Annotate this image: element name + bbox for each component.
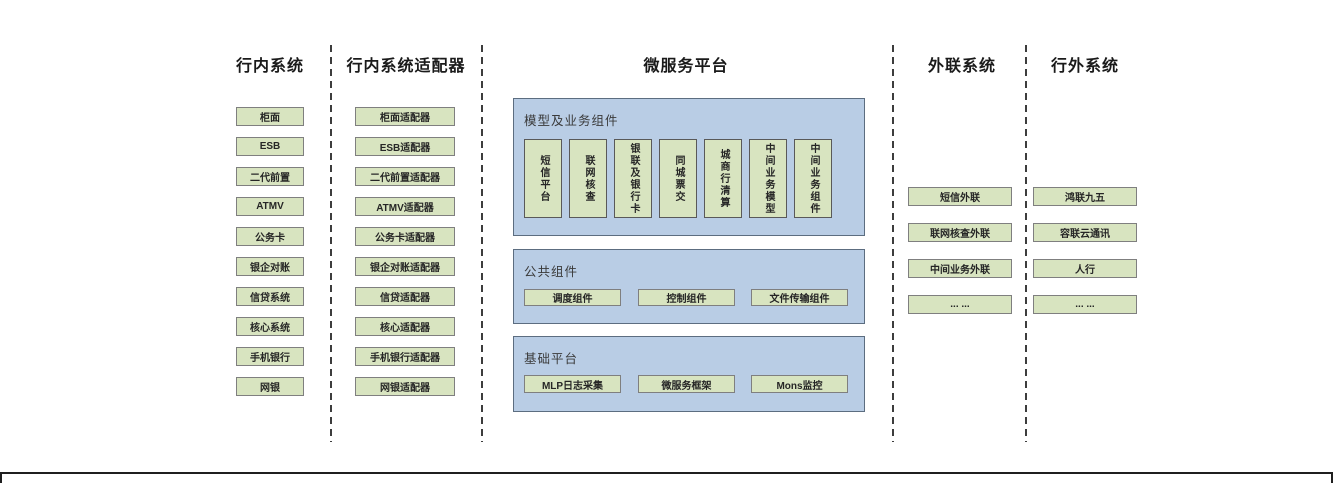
adapter-box: 信贷适配器: [355, 287, 455, 306]
external-link-box: ... ...: [908, 295, 1012, 314]
base-component-box: Mons监控: [751, 375, 848, 393]
external-link-box: 中间业务外联: [908, 259, 1012, 278]
base-component-box: 微服务框架: [638, 375, 735, 393]
divider-2: [481, 45, 483, 442]
outside-system-box: 鸿联九五: [1033, 187, 1137, 206]
model-component-box: 中间业务模型: [749, 139, 787, 218]
internal-system-box: 公务卡: [236, 227, 304, 246]
model-component-box: 短信平台: [524, 139, 562, 218]
divider-1: [330, 45, 332, 442]
internal-system-box: 柜面: [236, 107, 304, 126]
header-microservice-platform: 微服务平台: [643, 58, 729, 75]
header-external-link-systems: 外联系统: [927, 58, 997, 75]
common-components-panel: 公共组件 调度组件 控制组件 文件传输组件: [513, 249, 865, 324]
header-outside-systems: 行外系统: [1050, 58, 1120, 75]
external-link-box: 短信外联: [908, 187, 1012, 206]
bottom-left-border-stub: [0, 472, 2, 483]
outside-system-box: ... ...: [1033, 295, 1137, 314]
adapter-box: 二代前置适配器: [355, 167, 455, 186]
outside-system-box: 容联云通讯: [1033, 223, 1137, 242]
adapter-box: 手机银行适配器: [355, 347, 455, 366]
section-title: 基础平台: [524, 352, 579, 366]
outside-system-box: 人行: [1033, 259, 1137, 278]
adapter-box: ATMV适配器: [355, 197, 455, 216]
base-platform-panel: 基础平台 MLP日志采集 微服务框架 Mons监控: [513, 336, 865, 412]
divider-4: [1025, 45, 1027, 442]
model-component-box: 联网核查: [569, 139, 607, 218]
model-component-box: 同城票交: [659, 139, 697, 218]
internal-system-box: 核心系统: [236, 317, 304, 336]
internal-system-box: ESB: [236, 137, 304, 156]
adapter-box: 核心适配器: [355, 317, 455, 336]
internal-system-box: 银企对账: [236, 257, 304, 276]
adapter-box: 银企对账适配器: [355, 257, 455, 276]
model-component-box: 银联及银行卡: [614, 139, 652, 218]
adapter-box: ESB适配器: [355, 137, 455, 156]
internal-system-box: 信贷系统: [236, 287, 304, 306]
adapter-box: 公务卡适配器: [355, 227, 455, 246]
header-internal-adapters: 行内系统适配器: [346, 58, 466, 75]
bottom-right-border-stub: [1331, 472, 1333, 483]
bottom-border-line: [0, 472, 1333, 474]
common-component-box: 文件传输组件: [751, 289, 848, 306]
adapter-box: 网银适配器: [355, 377, 455, 396]
section-title: 公共组件: [524, 265, 579, 279]
internal-system-box: 网银: [236, 377, 304, 396]
divider-3: [892, 45, 894, 442]
common-component-box: 调度组件: [524, 289, 621, 306]
external-link-box: 联网核查外联: [908, 223, 1012, 242]
model-business-components-panel: 模型及业务组件 短信平台 联网核查 银联及银行卡 同城票交 城商行清算 中间业务…: [513, 98, 865, 236]
common-component-box: 控制组件: [638, 289, 735, 306]
section-title: 模型及业务组件: [524, 114, 619, 128]
header-internal-systems: 行内系统: [235, 58, 305, 75]
internal-system-box: ATMV: [236, 197, 304, 216]
model-component-box: 中间业务组件: [794, 139, 832, 218]
model-component-box: 城商行清算: [704, 139, 742, 218]
base-component-box: MLP日志采集: [524, 375, 621, 393]
internal-system-box: 二代前置: [236, 167, 304, 186]
adapter-box: 柜面适配器: [355, 107, 455, 126]
internal-system-box: 手机银行: [236, 347, 304, 366]
